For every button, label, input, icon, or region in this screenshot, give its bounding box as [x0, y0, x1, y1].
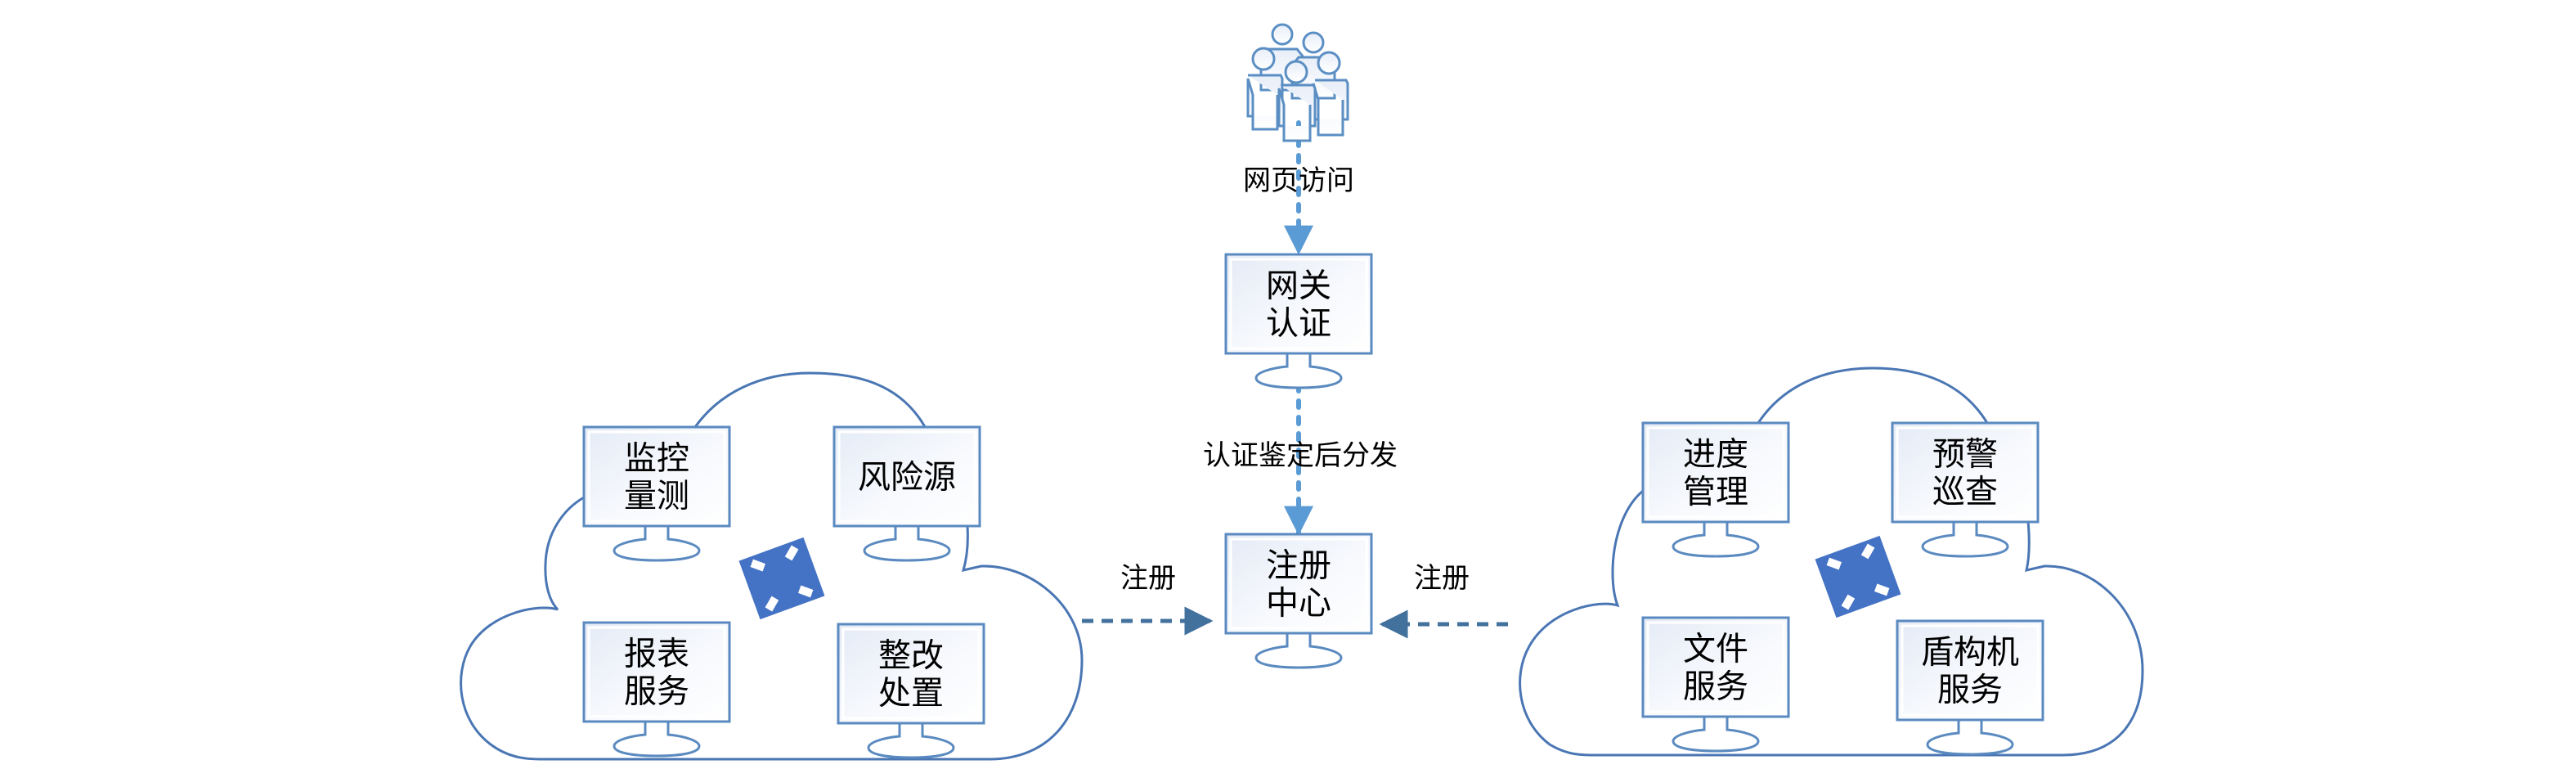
risk-source-node[interactable]: 风险源 — [832, 425, 981, 562]
monitor-stand — [1921, 522, 2009, 558]
register-label-right: 注册 — [1414, 562, 1470, 595]
node-label-line: 进度 — [1683, 436, 1748, 474]
monitor-stand — [1672, 717, 1760, 753]
node-label-line: 预警 — [1932, 436, 1998, 474]
monitor-bezel — [837, 430, 976, 523]
monitor-screen — [1891, 421, 2040, 524]
node-label-line: 注册 — [1266, 547, 1331, 585]
router-icon — [1815, 535, 1901, 618]
node-label-line: 监控 — [624, 440, 689, 478]
node-label-line: 巡查 — [1932, 474, 1998, 511]
monitor-screen — [1224, 253, 1373, 355]
monitor-screen — [1224, 533, 1373, 635]
node-label-line: 盾构机 — [1921, 634, 2019, 672]
monitor-screen — [582, 425, 731, 528]
monitor-screen — [1641, 616, 1790, 718]
node-label-line: 服务 — [624, 673, 689, 711]
register-label-left: 注册 — [1120, 562, 1176, 595]
monitor-screen — [837, 623, 985, 725]
node-label-line: 量测 — [624, 478, 689, 515]
monitor-bezel — [1229, 537, 1368, 630]
monitor-stand — [1926, 720, 2014, 756]
monitor-bezel — [841, 627, 981, 720]
monitor-stand — [1254, 353, 1343, 389]
node-label-line: 处置 — [878, 675, 944, 713]
monitor-stand — [613, 526, 701, 562]
web-access-label: 网页访问 — [1243, 164, 1354, 197]
node-label-line: 网关 — [1266, 268, 1331, 305]
monitor-stand — [613, 722, 701, 758]
monitor-bezel — [587, 626, 726, 718]
monitor-bezel — [1646, 426, 1785, 519]
monitor-stand — [1672, 522, 1760, 558]
node-label-line: 服务 — [1683, 668, 1748, 706]
right-service-cloud — [1519, 367, 2144, 757]
monitor-bezel — [1646, 621, 1785, 713]
node-label-line: 风险源 — [858, 459, 956, 497]
monitor-bezel — [1901, 624, 2040, 717]
monitor-screen — [1641, 421, 1790, 524]
monitor-screen — [582, 621, 731, 723]
node-label-line: 管理 — [1683, 474, 1748, 511]
node-label-line: 服务 — [1937, 672, 2003, 709]
monitor-stand — [867, 723, 955, 759]
node-label-line: 整改 — [878, 637, 944, 675]
node-label-line: 认证 — [1266, 305, 1331, 343]
monitor-screen — [832, 425, 981, 528]
left-service-cloud — [460, 371, 1084, 761]
monitor-bezel — [587, 430, 726, 523]
dispatch-label: 认证鉴定后分发 — [1203, 439, 1398, 472]
router-icon — [738, 537, 825, 620]
monitor-stand — [863, 526, 951, 562]
monitor-bezel — [1229, 258, 1368, 350]
node-label-line: 报表 — [624, 636, 689, 673]
monitor-screen — [1896, 619, 2044, 722]
node-label-line: 中心 — [1266, 585, 1331, 623]
people-group-icon — [1246, 23, 1349, 142]
monitor-stand — [1254, 633, 1343, 669]
node-label-line: 文件 — [1683, 631, 1748, 668]
monitor-bezel — [1896, 426, 2035, 519]
